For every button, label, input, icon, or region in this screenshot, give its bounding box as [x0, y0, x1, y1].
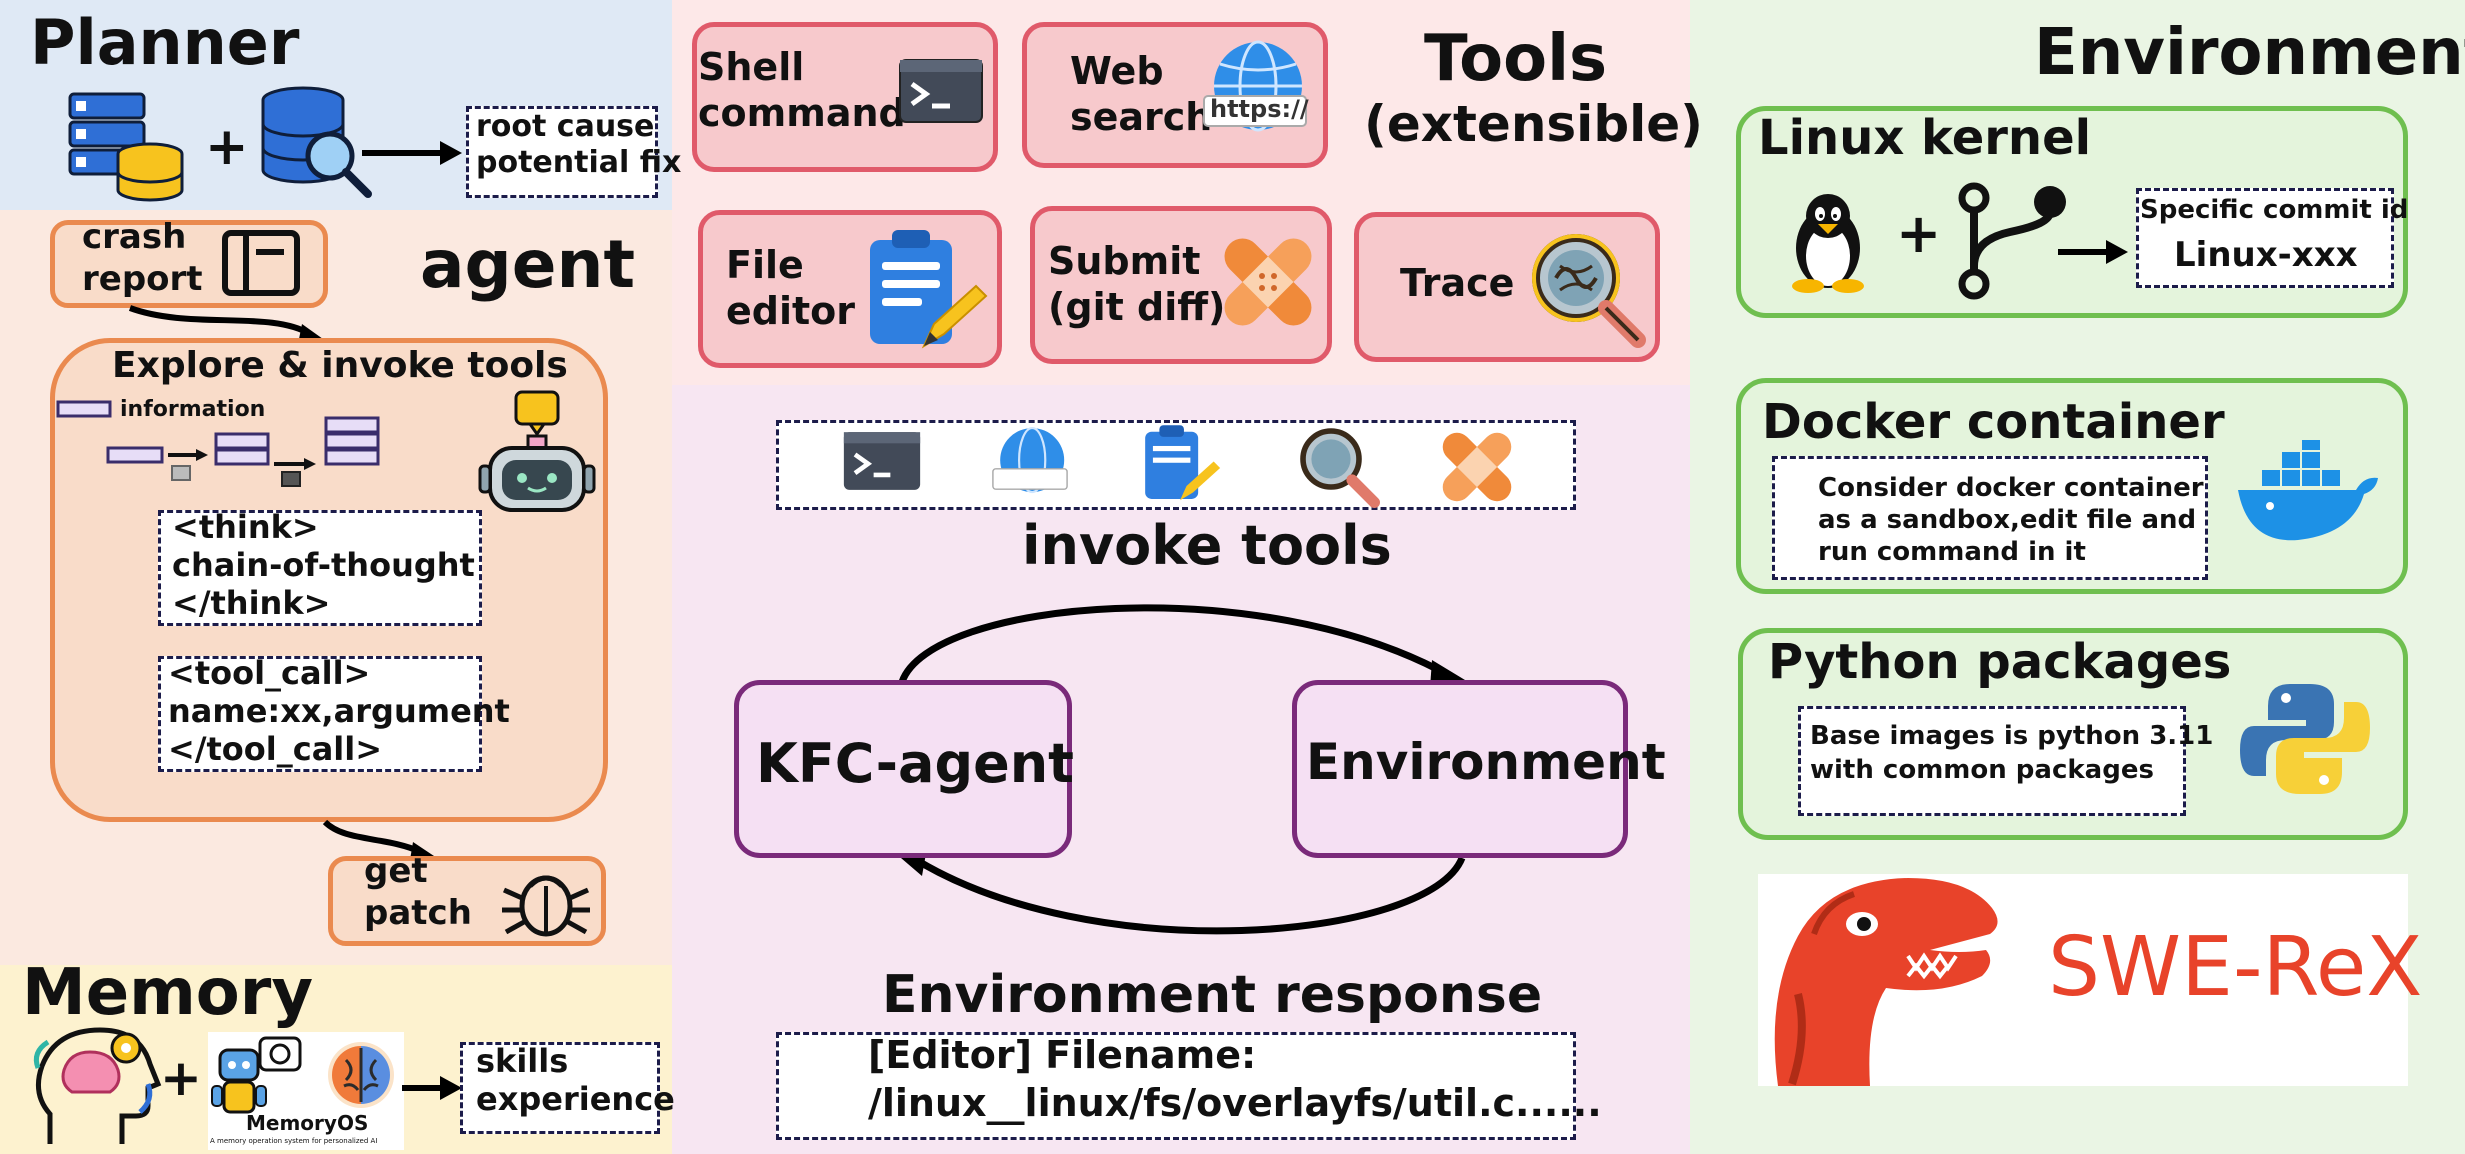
information-label: information: [120, 397, 266, 422]
file-editor-line1: File: [726, 243, 804, 287]
plus-sign: +: [205, 117, 249, 177]
crash-report-line1: crash: [82, 217, 187, 257]
docker-line1: Consider docker container: [1818, 473, 2204, 503]
memory-plus-sign: +: [160, 1049, 202, 1107]
crash-report-line2: report: [82, 259, 203, 299]
environment-title: Environment: [2034, 16, 2465, 90]
report-icon: [222, 230, 300, 296]
linux-kernel-title: Linux kernel: [1758, 110, 2092, 166]
kernel-plus-sign: +: [1896, 202, 1942, 265]
memory-output-line1: skills: [476, 1042, 569, 1080]
strip-globe-icon: [992, 427, 1068, 494]
server-database-icon: [68, 92, 184, 202]
docker-description-box: [1772, 456, 2208, 580]
colorful-brain-icon: [328, 1042, 394, 1108]
planner-arrow: [362, 141, 462, 165]
python-logo-icon: [2240, 684, 2370, 794]
response-line2: /linux__linux/fs/overlayfs/util.c......: [868, 1081, 1602, 1125]
memory-output-box: [460, 1042, 660, 1134]
environment-node-label: Environment: [1306, 733, 1666, 791]
get-patch-line2: patch: [364, 893, 472, 933]
environment-node: [1292, 680, 1628, 858]
commit-line1: Specific commit id: [2140, 195, 2409, 225]
think-line1: <think>: [172, 508, 319, 546]
think-line2: chain-of-thought: [172, 546, 475, 584]
brain-gear-icon: [33, 1027, 162, 1144]
docker-line2: as a sandbox,edit file and: [1818, 505, 2197, 535]
strip-terminal-icon: [843, 432, 921, 490]
tool-call-line3: </tool_call>: [168, 730, 383, 768]
strip-bandage-icon: [1442, 432, 1512, 502]
database-search-icon: [261, 86, 372, 198]
response-line1: [Editor] Filename:: [868, 1033, 1257, 1077]
memoryos-subtitle: A memory operation system for personaliz…: [210, 1137, 378, 1145]
submit-line2: (git diff): [1048, 285, 1226, 329]
kfc-agent-node: [734, 680, 1072, 858]
python-description-box: [1798, 706, 2186, 816]
memory-arrow: [402, 1076, 462, 1100]
magnifier-trace-icon: [1532, 234, 1646, 348]
file-editor-tool: [698, 210, 1002, 368]
information-flow-icon: [56, 400, 380, 487]
planner-title: Planner: [30, 6, 300, 79]
kfc-agent-label: KFC-agent: [756, 732, 1074, 795]
docker-container-title: Docker container: [1762, 394, 2225, 450]
python-line1: Base images is python 3.11: [1810, 721, 2214, 751]
memory-robot-icon: [211, 1036, 302, 1114]
tux-penguin-icon: [1792, 194, 1864, 293]
think-box: [158, 510, 482, 626]
trace-label: Trace: [1400, 261, 1515, 305]
planner-output-line2: potential fix: [476, 145, 682, 180]
think-line3: </think>: [172, 584, 331, 622]
get-patch-box: [328, 856, 606, 946]
tools-title-line1: Tools: [1424, 22, 1608, 96]
tools-title-line2: (extensible): [1364, 95, 1704, 153]
tool-call-box: [158, 656, 482, 772]
tool-call-line1: <tool_call>: [168, 654, 371, 692]
trace-tool: [1354, 212, 1660, 362]
robot-icon: [478, 390, 596, 512]
globe-icon: [1203, 40, 1307, 132]
python-packages-title: Python packages: [1768, 634, 2232, 690]
commit-line2: Linux-xxx: [2174, 235, 2358, 275]
file-editor-line2: editor: [726, 289, 856, 333]
web-search-line2: search: [1070, 95, 1213, 139]
planner-output-box: [466, 106, 658, 198]
agent-title: agent: [420, 226, 636, 303]
memoryos-label: MemoryOS: [246, 1111, 369, 1135]
swe-rex-label: SWE-ReX: [2048, 920, 2423, 1015]
planner-output-line1: root cause: [476, 109, 655, 144]
shell-command-line1: Shell: [698, 45, 805, 89]
clipboard-edit-icon: [870, 230, 988, 349]
terminal-icon: [899, 59, 983, 123]
bandage-icon: [1224, 238, 1312, 326]
web-search-line1: Web: [1070, 49, 1164, 93]
bug-icon: [502, 875, 590, 937]
memory-title: Memory: [22, 956, 314, 1030]
git-branch-icon: [1958, 182, 2066, 300]
commit-box: [2136, 188, 2394, 288]
docker-whale-icon: [2238, 440, 2378, 541]
strip-clipboard-icon: [1145, 425, 1221, 501]
submit-line1: Submit: [1048, 239, 1201, 283]
python-line2: with common packages: [1810, 755, 2154, 785]
response-box: [776, 1032, 1576, 1140]
tool-call-line2: name:xx,argument: [168, 692, 510, 730]
kernel-arrow: [2058, 240, 2128, 264]
https-label: https://: [1210, 95, 1309, 123]
explore-title: Explore & invoke tools: [112, 345, 568, 386]
docker-line3: run command in it: [1818, 537, 2086, 567]
invoke-tools-label: invoke tools: [1022, 514, 1392, 577]
memory-output-line2: experience: [476, 1080, 675, 1118]
strip-magnifier-icon: [1300, 428, 1380, 508]
get-patch-line1: get: [364, 851, 428, 891]
environment-response-label: Environment response: [882, 965, 1543, 1025]
dinosaur-logo-icon: [1774, 878, 1998, 1086]
shell-command-line2: command: [698, 91, 906, 135]
